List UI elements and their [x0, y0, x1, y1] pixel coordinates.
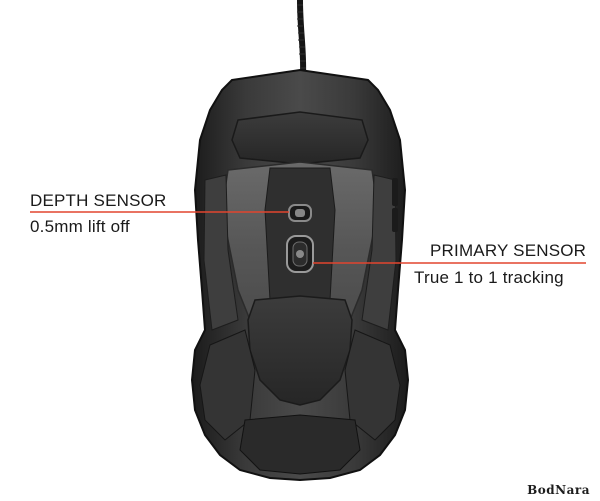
side-button-bottom — [392, 208, 398, 232]
rear-left-wing — [199, 329, 256, 441]
depth-sensor-title: DEPTH SENSOR — [30, 191, 167, 210]
primary-sensor-subtitle: True 1 to 1 tracking — [414, 268, 564, 287]
right-side-panel — [361, 174, 397, 331]
front-glide-pad — [231, 111, 369, 165]
left-side-panel — [203, 174, 239, 331]
depth-sensor-subtitle: 0.5mm lift off — [30, 217, 130, 236]
rear-base — [239, 414, 361, 475]
side-button-top — [392, 178, 398, 206]
cable-braid — [297, 4, 306, 69]
watermark: BodNara — [527, 483, 590, 497]
primary-sensor-title: PRIMARY SENSOR — [430, 241, 587, 260]
rear-right-wing — [344, 329, 401, 441]
cable — [297, 0, 307, 76]
